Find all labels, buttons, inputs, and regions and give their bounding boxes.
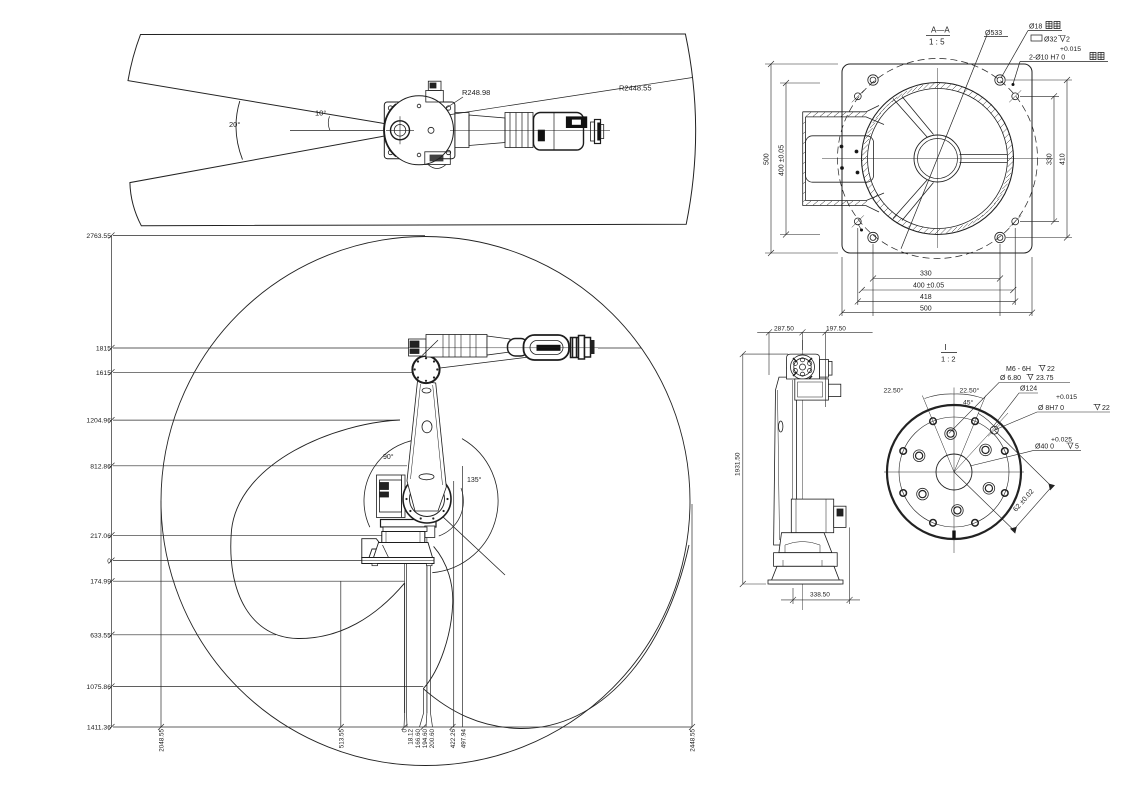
svg-text:+0.015: +0.015 (1060, 46, 1081, 53)
svg-text:+0.015: +0.015 (1056, 394, 1077, 401)
svg-text:166.60: 166.60 (415, 729, 422, 749)
svg-text:22.50°: 22.50° (884, 387, 904, 395)
svg-text:174.99: 174.99 (90, 579, 111, 586)
svg-text:2048.55: 2048.55 (159, 729, 166, 752)
svg-text:633.55: 633.55 (90, 632, 111, 639)
svg-text:217.06: 217.06 (90, 533, 111, 540)
svg-text:1204.96: 1204.96 (86, 418, 111, 425)
svg-text:194.60: 194.60 (422, 729, 429, 749)
svg-text:497.94: 497.94 (461, 729, 468, 749)
svg-text:18.12: 18.12 (408, 729, 415, 745)
svg-text:400 ±0.05: 400 ±0.05 (779, 145, 786, 176)
svg-text:812.86: 812.86 (90, 463, 111, 470)
svg-text:135°: 135° (467, 476, 482, 484)
svg-text:1075.86: 1075.86 (86, 684, 111, 691)
svg-text:10°: 10° (315, 109, 326, 118)
svg-text:M6 - 6H: M6 - 6H (1006, 366, 1031, 373)
svg-text:Ø 8H7 0: Ø 8H7 0 (1038, 405, 1064, 412)
svg-text:Ø32: Ø32 (1044, 37, 1057, 44)
svg-text:2-Ø10 H7 0: 2-Ø10 H7 0 (1029, 55, 1065, 62)
svg-text:197.50: 197.50 (826, 326, 846, 333)
svg-text:0: 0 (402, 729, 409, 733)
svg-text:500: 500 (920, 306, 932, 313)
svg-text:1931.50: 1931.50 (735, 452, 742, 476)
svg-text:330: 330 (1047, 153, 1054, 165)
svg-text:330: 330 (920, 271, 932, 278)
svg-text:0: 0 (107, 558, 111, 565)
svg-text:410: 410 (1060, 153, 1067, 165)
svg-text:422.26: 422.26 (450, 729, 457, 749)
svg-text:+0.025: +0.025 (1051, 437, 1072, 444)
svg-text:I: I (945, 343, 947, 352)
svg-text:R2448.55: R2448.55 (619, 84, 652, 93)
svg-text:2448.55: 2448.55 (690, 729, 697, 752)
svg-text:Ø 6.80: Ø 6.80 (1000, 375, 1021, 382)
svg-text:22: 22 (1047, 366, 1055, 373)
svg-text:400 ±0.05: 400 ±0.05 (913, 283, 944, 290)
svg-text:R248.98: R248.98 (462, 88, 490, 97)
svg-text:62 ±0.02: 62 ±0.02 (1012, 488, 1035, 513)
svg-text:22.50°: 22.50° (960, 387, 980, 395)
svg-text:45°: 45° (963, 399, 974, 407)
svg-text:513.55: 513.55 (338, 729, 345, 749)
svg-text:2: 2 (1066, 37, 1070, 44)
svg-text:1 : 2: 1 : 2 (941, 355, 956, 364)
svg-text:338.50: 338.50 (810, 592, 830, 599)
svg-text:1815: 1815 (96, 346, 111, 353)
svg-text:Ø533: Ø533 (985, 30, 1002, 37)
svg-text:1411.36: 1411.36 (87, 725, 111, 732)
svg-text:Ø18: Ø18 (1029, 24, 1042, 31)
svg-text:5: 5 (1075, 444, 1079, 451)
svg-text:1615: 1615 (96, 370, 111, 377)
svg-text:23.75: 23.75 (1036, 375, 1054, 382)
svg-text:287.50: 287.50 (774, 326, 794, 333)
svg-text:418: 418 (920, 294, 932, 301)
svg-text:A—A: A—A (931, 26, 950, 35)
svg-text:20°: 20° (229, 120, 240, 129)
svg-text:200.60: 200.60 (429, 729, 436, 749)
svg-text:500: 500 (764, 153, 771, 165)
svg-text:Ø40 0: Ø40 0 (1035, 444, 1054, 451)
svg-text:90°: 90° (383, 453, 394, 461)
svg-text:2763.55: 2763.55 (86, 233, 111, 240)
svg-text:22: 22 (1102, 405, 1110, 412)
svg-text:Ø124: Ø124 (1020, 386, 1037, 393)
svg-text:1 : 5: 1 : 5 (929, 38, 945, 47)
